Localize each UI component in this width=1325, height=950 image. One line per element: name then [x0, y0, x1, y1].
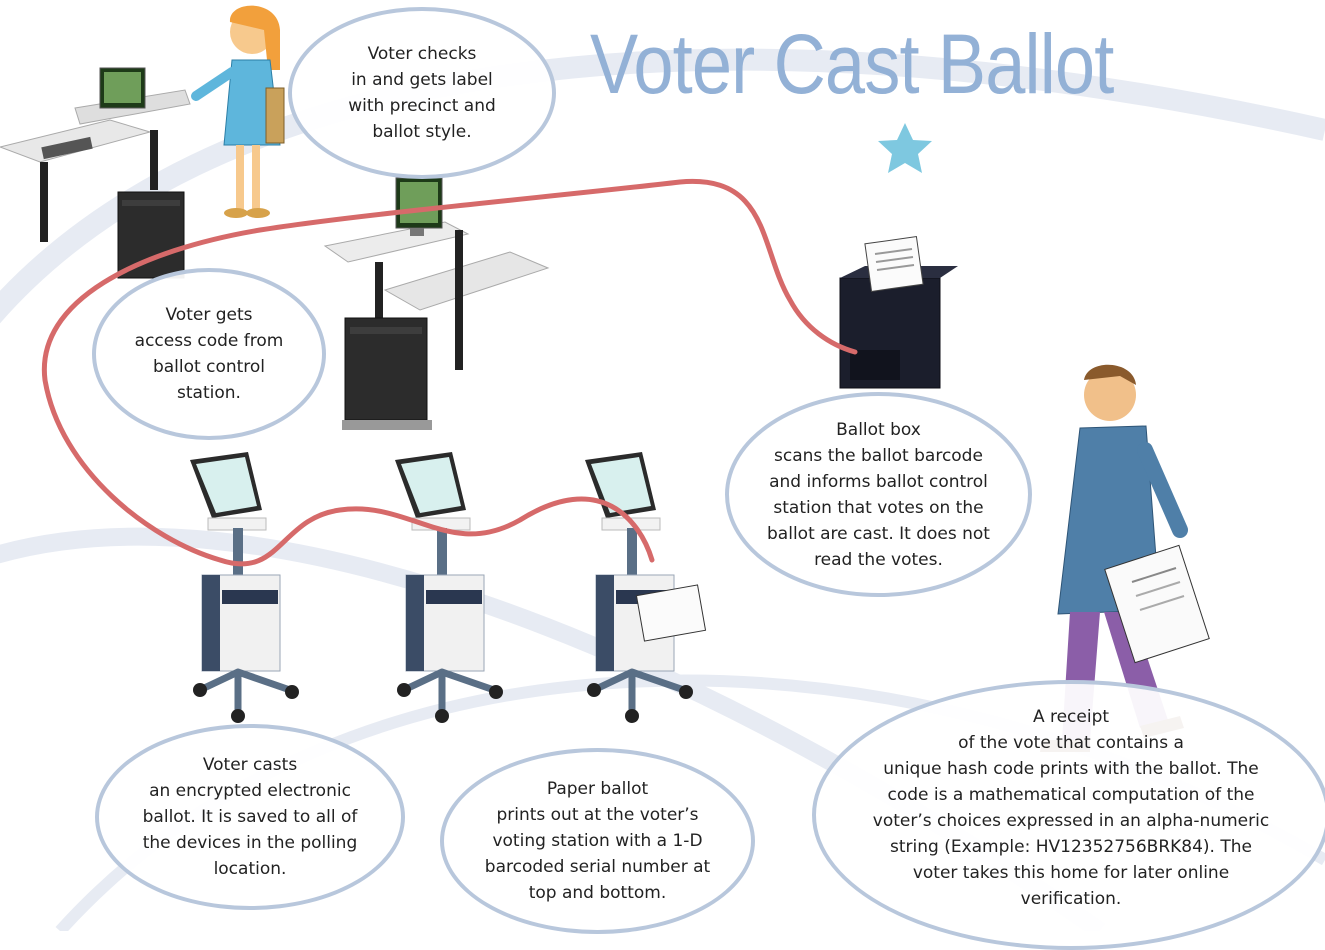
step-cast-ballot-callout: Voter casts an encrypted electronic ball… [95, 724, 405, 910]
step-check-in-text: Voter checks in and gets label with prec… [348, 44, 496, 142]
step-paper-ballot-text: Paper ballot prints out at the voter’s v… [484, 779, 711, 903]
voting-station-2 [395, 452, 503, 723]
ballot-control-station [323, 177, 550, 430]
voter-woman-figure [191, 5, 285, 218]
printed-paper-ballot [635, 584, 707, 642]
voter-path-line [41, 178, 858, 567]
check-in-station [0, 67, 191, 279]
ballot-box [839, 236, 958, 389]
step-cast-ballot-text: Voter casts an encrypted electronic ball… [142, 755, 358, 879]
step-access-code-text: Voter gets access code from ballot contr… [134, 305, 284, 403]
step-paper-ballot-callout: Paper ballot prints out at the voter’s v… [440, 748, 755, 934]
voting-station-3 [585, 452, 707, 723]
voter-man-figure [1040, 364, 1210, 752]
step-check-in-callout: Voter checks in and gets label with prec… [288, 7, 556, 179]
star-icon [878, 123, 932, 173]
diagram-title: Voter Cast Ballot [590, 17, 1114, 111]
step-ballot-box-text: Ballot box scans the ballot barcode and … [767, 419, 990, 570]
voting-station-1 [190, 452, 299, 723]
step-receipt-callout: A receipt of the vote that contains a un… [812, 680, 1325, 950]
step-access-code-callout: Voter gets access code from ballot contr… [92, 268, 326, 440]
step-ballot-box-callout: Ballot box scans the ballot barcode and … [725, 392, 1032, 597]
step-receipt-text: A receipt of the vote that contains a un… [872, 707, 1270, 909]
